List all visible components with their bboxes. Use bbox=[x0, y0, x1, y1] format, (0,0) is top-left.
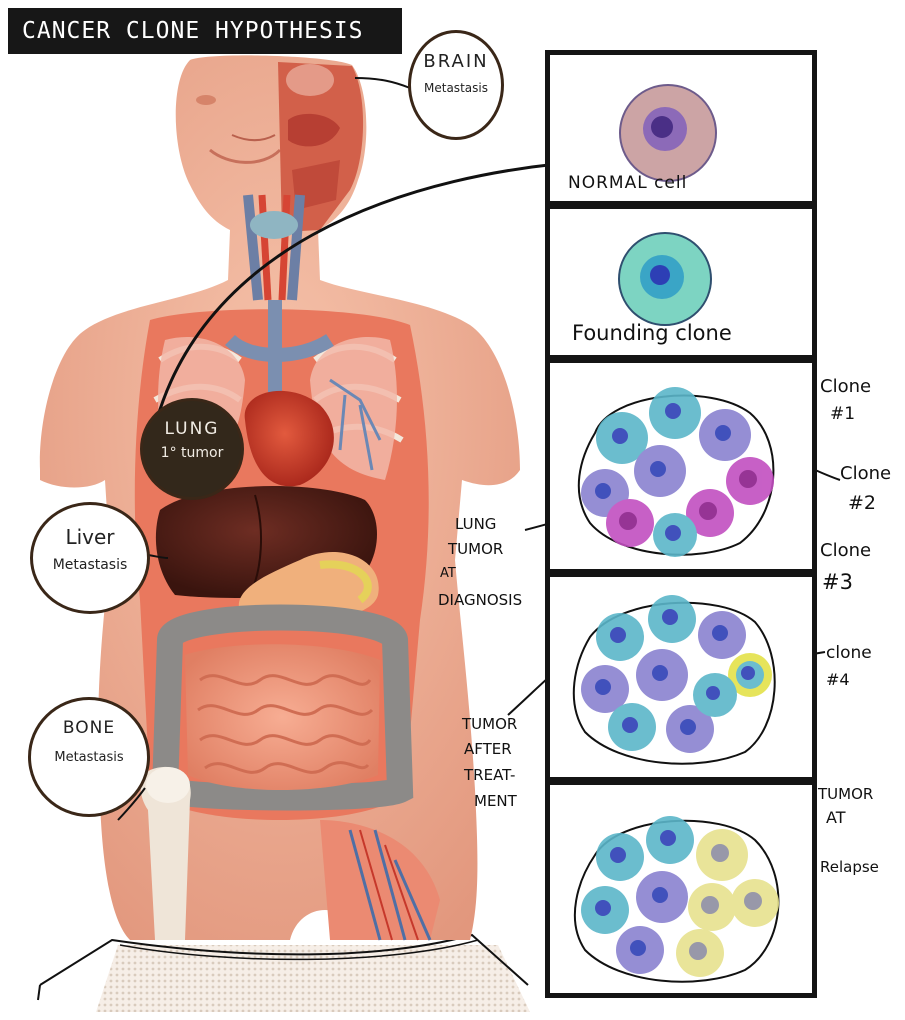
panel-founding-clone: Founding clone bbox=[545, 204, 817, 360]
panel-relapse bbox=[545, 780, 817, 998]
panel-diagnosis bbox=[545, 358, 817, 574]
clone-4-label-b: #4 bbox=[826, 670, 850, 689]
diagnosis-label-2: TUMOR bbox=[448, 540, 503, 558]
normal-cell-label: NORMAL cell bbox=[568, 173, 687, 193]
primary-tumor-label: 1° tumor bbox=[143, 445, 241, 461]
diagnosis-label-3: AT bbox=[440, 566, 456, 581]
bone-label: BONE bbox=[31, 718, 147, 738]
panel-normal-cell: NORMAL cell bbox=[545, 50, 817, 206]
clone-2-label-a: Clone bbox=[840, 463, 891, 484]
diagnosis-label-4: DIAGNOSIS bbox=[438, 591, 522, 609]
lung-label: LUNG bbox=[143, 419, 241, 439]
brain-label: BRAIN bbox=[411, 51, 501, 72]
lung-primary-tumor-circle: LUNG 1° tumor bbox=[140, 398, 244, 500]
liver-label: Liver bbox=[33, 525, 147, 549]
relapse-label-3: Relapse bbox=[820, 858, 879, 876]
clone-1-label-b: #1 bbox=[830, 404, 855, 424]
founding-clone-label: Founding clone bbox=[572, 321, 732, 345]
title-bar: CANCER CLONE HYPOTHESIS bbox=[8, 8, 402, 54]
diagnosis-tumor-illustration bbox=[550, 363, 812, 569]
clone-3-label-a: Clone bbox=[820, 540, 871, 561]
brain-metastasis-label: Metastasis bbox=[411, 81, 501, 95]
diagnosis-label-1: LUNG bbox=[455, 515, 496, 533]
liver-metastasis-circle: Liver Metastasis bbox=[30, 502, 150, 614]
after-treatment-tumor-illustration bbox=[550, 577, 812, 777]
clone-4-label-a: clone bbox=[826, 643, 872, 663]
relapse-label-1: TUMOR bbox=[818, 785, 873, 803]
clone-1-label-a: Clone bbox=[820, 376, 871, 397]
bone-metastasis-circle: BONE Metastasis bbox=[28, 697, 150, 817]
panel-after-treatment bbox=[545, 572, 817, 782]
relapse-tumor-illustration bbox=[550, 785, 812, 993]
after-treatment-label-2: AFTER bbox=[464, 740, 512, 758]
clone-2-label-b: #2 bbox=[848, 492, 876, 514]
page-title: CANCER CLONE HYPOTHESIS bbox=[22, 18, 364, 44]
after-treatment-label-3: TREAT- bbox=[464, 766, 515, 784]
after-treatment-label-1: TUMOR bbox=[462, 715, 517, 733]
liver-metastasis-label: Metastasis bbox=[33, 557, 147, 573]
relapse-label-2: AT bbox=[826, 808, 845, 827]
after-treatment-label-4: MENT bbox=[474, 792, 517, 810]
bone-metastasis-label: Metastasis bbox=[31, 750, 147, 765]
clone-3-label-b: #3 bbox=[822, 570, 853, 594]
brain-metastasis-circle: BRAIN Metastasis bbox=[408, 30, 504, 140]
display-stand bbox=[38, 935, 530, 1012]
